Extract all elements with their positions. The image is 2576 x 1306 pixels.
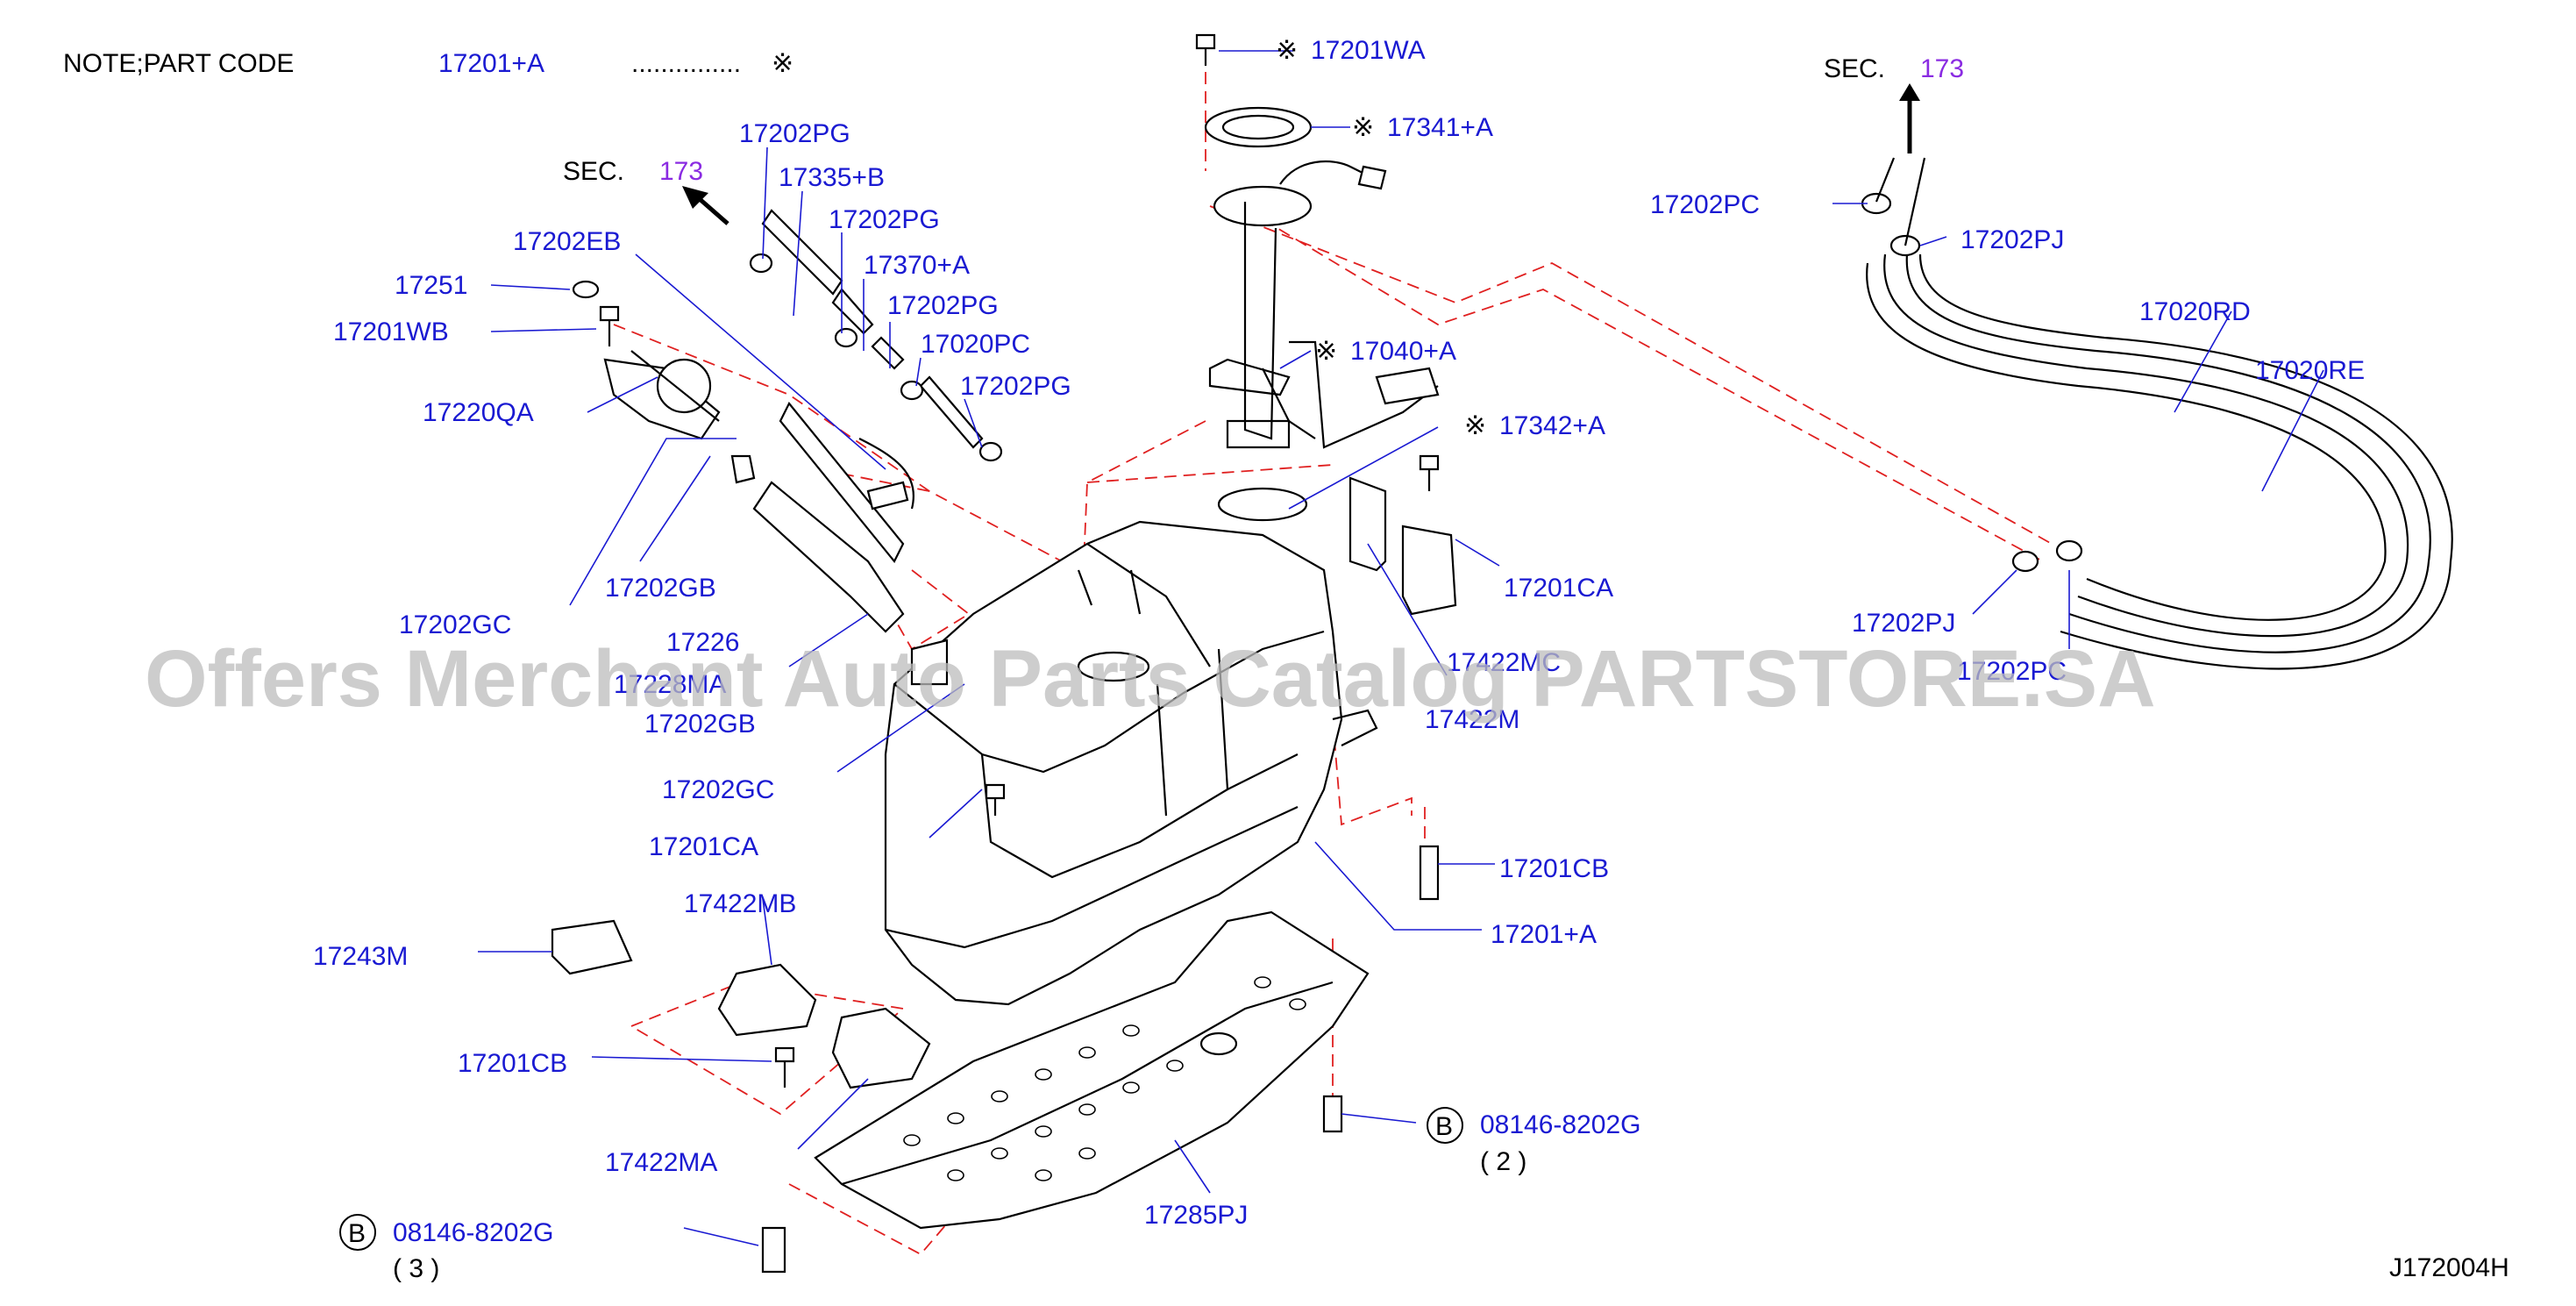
qty-2: ( 2 ) <box>1480 1147 1526 1176</box>
label-17202PG-4[interactable]: 17202PG <box>960 372 1071 401</box>
label-17202PG-1[interactable]: 17202PG <box>739 119 850 148</box>
diagram-code: J172004H <box>2389 1253 2509 1282</box>
label-17422M[interactable]: 17422M <box>1425 705 1519 734</box>
label-17201WB[interactable]: 17201WB <box>333 318 449 346</box>
label-17285PJ[interactable]: 17285PJ <box>1144 1201 1248 1230</box>
leader-lines <box>478 50 2324 1246</box>
label-17202PG-2[interactable]: 17202PG <box>829 205 940 234</box>
bolts <box>599 33 1440 1274</box>
label-17201CB-2[interactable]: 17201CB <box>458 1049 567 1078</box>
label-17220QA[interactable]: 17220QA <box>423 398 534 427</box>
label-17422MB[interactable]: 17422MB <box>684 889 796 918</box>
label-17202PJ-2[interactable]: 17202PJ <box>1852 609 1955 638</box>
part-labels: ※ 17201WA ※ 17341+A ※ 17040+A ※ 17342+A … <box>313 36 2365 1283</box>
section-ref-left[interactable]: SEC. 173 <box>563 157 703 186</box>
protector-plate <box>814 910 1370 1230</box>
label-17226[interactable]: 17226 <box>666 628 739 657</box>
label-17202GC-2[interactable]: 17202GC <box>662 775 774 804</box>
sec-left-number[interactable]: 173 <box>659 157 703 186</box>
ref-mark: ※ <box>1315 337 1337 366</box>
label-17251[interactable]: 17251 <box>395 271 467 300</box>
label-17201CB-1[interactable]: 17201CB <box>1499 854 1609 883</box>
label-17040A[interactable]: 17040+A <box>1350 337 1456 366</box>
section-ref-right[interactable]: SEC. 173 <box>1824 54 1964 83</box>
vent-hoses-right <box>1861 192 2453 670</box>
label-17201CA-1[interactable]: 17201CA <box>649 832 758 861</box>
label-17228MA[interactable]: 17228MA <box>614 670 726 699</box>
label-17020RE[interactable]: 17020RE <box>2255 356 2365 385</box>
label-17202PJ-1[interactable]: 17202PJ <box>1960 225 2064 254</box>
label-17202GB-2[interactable]: 17202GB <box>644 710 756 739</box>
label-17201WA[interactable]: 17201WA <box>1311 36 1426 65</box>
note-label: NOTE;PART CODE <box>63 49 294 78</box>
label-17202PC-2[interactable]: 17202PC <box>1957 657 2067 686</box>
note-dots: ............... <box>631 49 741 78</box>
sec-right-label: SEC. <box>1824 54 1885 83</box>
sec-right-number[interactable]: 173 <box>1920 54 1964 83</box>
part-code-note: NOTE;PART CODE 17201+A ............... ※ <box>63 49 793 78</box>
label-17202PG-3[interactable]: 17202PG <box>887 291 999 320</box>
label-17201A[interactable]: 17201+A <box>1491 920 1597 949</box>
circle-b-letter: B <box>348 1219 366 1248</box>
label-17020PC[interactable]: 17020PC <box>921 330 1030 359</box>
label-08146-8202G-2[interactable]: 08146-8202G <box>393 1218 554 1247</box>
ref-mark: ※ <box>1276 36 1298 65</box>
label-17202GC-1[interactable]: 17202GC <box>399 610 511 639</box>
label-17341A[interactable]: 17341+A <box>1387 113 1493 142</box>
watermark: Offers Merchant Auto Parts Catalog PARTS… <box>145 634 2156 724</box>
label-17422MC[interactable]: 17422MC <box>1447 648 1561 677</box>
fuel-pump-assembly <box>1204 106 1440 522</box>
label-17201CA-2[interactable]: 17201CA <box>1504 574 1613 603</box>
label-17243M[interactable]: 17243M <box>313 942 408 971</box>
label-17202EB[interactable]: 17202EB <box>513 227 621 256</box>
label-17370A[interactable]: 17370+A <box>864 251 970 280</box>
label-17422MA[interactable]: 17422MA <box>605 1148 717 1177</box>
circle-b-icon <box>339 1214 376 1251</box>
label-17335B[interactable]: 17335+B <box>779 163 885 192</box>
brackets <box>551 476 1457 1089</box>
qty-3: ( 3 ) <box>393 1254 439 1283</box>
sec-left-label: SEC. <box>563 157 624 186</box>
label-17342A[interactable]: 17342+A <box>1499 411 1605 440</box>
label-17020RD[interactable]: 17020RD <box>2139 297 2251 326</box>
label-17202PC-1[interactable]: 17202PC <box>1650 190 1760 219</box>
filler-neck-hoses <box>572 280 949 686</box>
section-arrows <box>682 83 1926 246</box>
label-17202GB-1[interactable]: 17202GB <box>605 574 716 603</box>
ref-mark: ※ <box>1464 411 1486 440</box>
vent-tubes-left <box>749 209 1003 462</box>
label-08146-8202G-1[interactable]: 08146-8202G <box>1480 1110 1641 1139</box>
note-code: 17201+A <box>438 49 544 78</box>
ref-mark: ※ <box>1352 113 1374 142</box>
note-mark: ※ <box>772 49 793 78</box>
fuel-tank <box>884 520 1378 1006</box>
circle-b-letter: B <box>1435 1112 1453 1141</box>
circle-b-icon <box>1427 1107 1463 1144</box>
